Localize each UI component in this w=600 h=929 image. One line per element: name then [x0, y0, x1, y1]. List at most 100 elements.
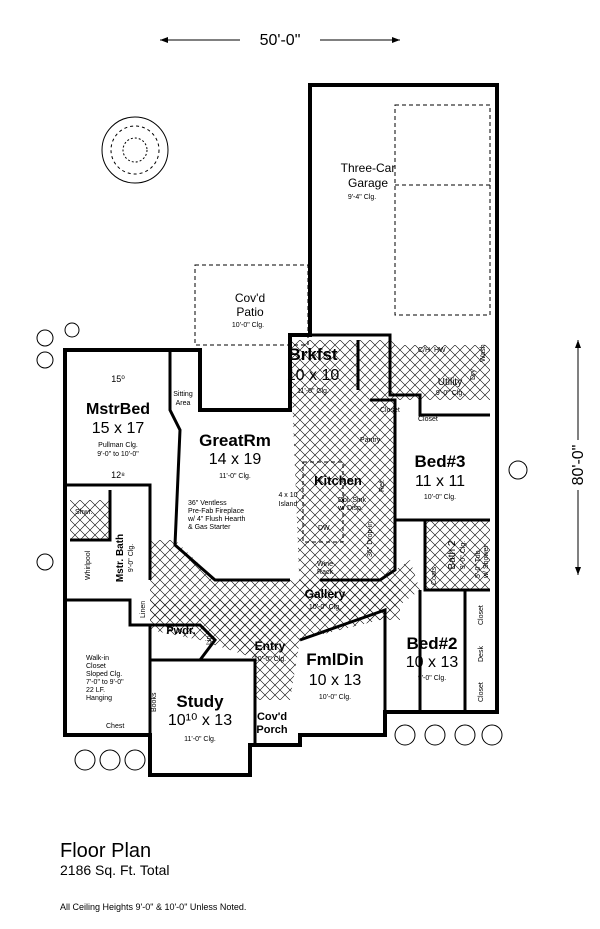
wine-rack-label-2: Rack	[317, 569, 333, 576]
pantry-label: Pantry	[360, 437, 381, 444]
brkfst-label: Brkfst	[288, 345, 337, 364]
bath2-ceiling: 9'-0" Clg.	[460, 541, 467, 569]
tub-label-2: w/ Shower	[483, 545, 490, 579]
closet-label: Closet	[418, 416, 438, 423]
mstrbed-dim-bottom: 12⁸	[111, 470, 125, 480]
svg-text:50'-0": 50'-0"	[260, 32, 301, 49]
porch-label: Cov'd	[257, 711, 287, 723]
patio-label-2: Patio	[236, 305, 264, 319]
kitchen-island	[302, 461, 344, 543]
svg-text:Sloped Clg.: Sloped Clg.	[86, 671, 122, 678]
interior-walls	[65, 333, 490, 745]
closet-label: Closet	[380, 407, 400, 414]
brkfst-size: 10 x 10	[287, 367, 340, 384]
linen-label: Linen	[140, 601, 147, 618]
garage-parking	[394, 104, 491, 316]
mstrbed-ceiling-2: 9'-0" to 10'-0"	[97, 451, 139, 458]
greatrm-ceiling: 11'-0" Clg.	[219, 473, 251, 480]
patio-ceiling: 10'-0" Clg.	[232, 322, 264, 329]
caption: Floor Plan 2186 Sq. Ft. Total	[60, 840, 169, 878]
mstrbed-dim-top: 15⁰	[111, 374, 125, 384]
width-dimension: 50'-0"	[160, 32, 400, 49]
fireplace-note: 36" Ventless Pre-Fab Fireplace w/ 4" Flu…	[187, 500, 245, 531]
dishwasher-label: DW	[318, 525, 330, 532]
study-size: 10¹⁰ x 13	[168, 712, 232, 729]
sitting-label: Sitting	[173, 391, 193, 398]
desk-label: Desk	[478, 646, 485, 662]
sink-label-2: w/ Disp.	[337, 505, 363, 512]
mstrbath-ceiling: 9'-0" Clg.	[128, 544, 135, 572]
tree-icon	[101, 116, 169, 184]
mstrbath-label: Mstr. Bath	[115, 534, 126, 582]
svg-text:Closet: Closet	[86, 663, 106, 670]
books-label: Books	[151, 692, 158, 712]
garage-label: Three-Car	[341, 161, 396, 175]
fmldin-label: FmlDin	[306, 650, 364, 669]
study-ceiling: 11'-0" Clg.	[184, 736, 216, 743]
svg-text:80'-0": 80'-0"	[570, 445, 587, 486]
chest-label: Chest	[106, 723, 124, 730]
brkfst-ceiling: 11'-0" Clg.	[297, 388, 329, 395]
bath2-label: Bath 2	[447, 540, 458, 569]
svg-text:Walk-in: Walk-in	[86, 655, 109, 662]
entry-ceiling: 10'-0" Clg.	[254, 656, 286, 663]
patio-outline	[194, 264, 309, 346]
depth-dimension: 80'-0"	[570, 340, 587, 575]
walkin-closet-label: Walk-in Closet Sloped Clg. 7'-0" to 9'-0…	[86, 655, 124, 702]
greatrm-size: 14 x 19	[209, 451, 262, 468]
garage-label-2: Garage	[348, 176, 388, 190]
wine-rack-label: Wine	[317, 561, 333, 568]
bed2-label: Bed#2	[406, 634, 457, 653]
utility-label: Utility	[438, 377, 462, 388]
island-size: 4 x 10	[278, 492, 297, 499]
bed2-size: 10 x 13	[406, 654, 459, 671]
svg-text:7'-0" to 9'-0": 7'-0" to 9'-0"	[86, 679, 124, 686]
greatrm-label: GreatRm	[199, 431, 271, 450]
plan-title: Floor Plan	[60, 840, 152, 862]
shrub-icons	[36, 322, 528, 771]
ceiling-note: All Ceiling Heights 9'-0" & 10'-0" Unles…	[60, 902, 247, 912]
hw-label: HW	[434, 347, 446, 354]
coats-label: Coats	[431, 566, 438, 585]
fmldin-size: 10 x 13	[309, 672, 362, 689]
svg-text:22 LF.: 22 LF.	[86, 687, 105, 694]
mstrbed-label: MstrBed	[86, 401, 150, 418]
closet-label: Closet	[478, 605, 485, 625]
dryer-label: Dry	[470, 369, 477, 380]
washer-label: Wash	[480, 344, 487, 362]
kitchen-label: Kitchen	[314, 473, 362, 488]
svg-text:& Gas Starter: & Gas Starter	[188, 524, 231, 531]
gallery-label: Gallery	[305, 587, 346, 601]
svg-text:Pre-Fab Fireplace: Pre-Fab Fireplace	[188, 508, 244, 515]
svg-text:w/ 4" Flush Hearth: w/ 4" Flush Hearth	[187, 516, 245, 523]
refrigerator-label: Ref.	[379, 479, 386, 492]
sitting-label-2: Area	[176, 400, 191, 407]
svg-text:Hanging: Hanging	[86, 695, 112, 702]
gallery-ceiling: 10'-0" Clg.	[309, 604, 341, 611]
mstrbed-size: 15 x 17	[92, 420, 145, 437]
bed3-size: 11 x 11	[415, 473, 465, 490]
lin-label: Lin.	[206, 634, 213, 645]
shower-label: Shwr.	[75, 509, 93, 516]
tub-label: 5'-0" Tub	[475, 550, 482, 578]
pwdr-label: Pwdr.	[166, 625, 195, 637]
patio-label: Cov'd	[235, 291, 265, 305]
bed3-label: Bed#3	[414, 452, 465, 471]
svg-text:36" Ventless: 36" Ventless	[188, 500, 227, 507]
fmldin-ceiling: 10'-0" Clg.	[319, 694, 351, 701]
entry-label: Entry	[255, 639, 286, 653]
whirlpool-label: Whirlpool	[85, 550, 92, 580]
mstrbed-ceiling: Pullman Clg.	[98, 442, 138, 449]
bed3-ceiling: 10'-0" Clg.	[424, 494, 456, 501]
closet-label: Closet	[478, 682, 485, 702]
plan-area: 2186 Sq. Ft. Total	[60, 862, 170, 878]
porch-label-2: Porch	[256, 724, 287, 736]
bed2-ceiling: 9'-0" Clg.	[418, 675, 446, 682]
ch-label: C/H	[418, 347, 430, 354]
garage-ceiling: 9'-4" Clg.	[348, 194, 376, 201]
island-label: Island	[279, 501, 298, 508]
sink-label: Dbl. Sink	[338, 497, 367, 504]
utility-ceiling: 9'-0" Clg.	[436, 390, 464, 397]
study-label: Study	[176, 692, 224, 711]
